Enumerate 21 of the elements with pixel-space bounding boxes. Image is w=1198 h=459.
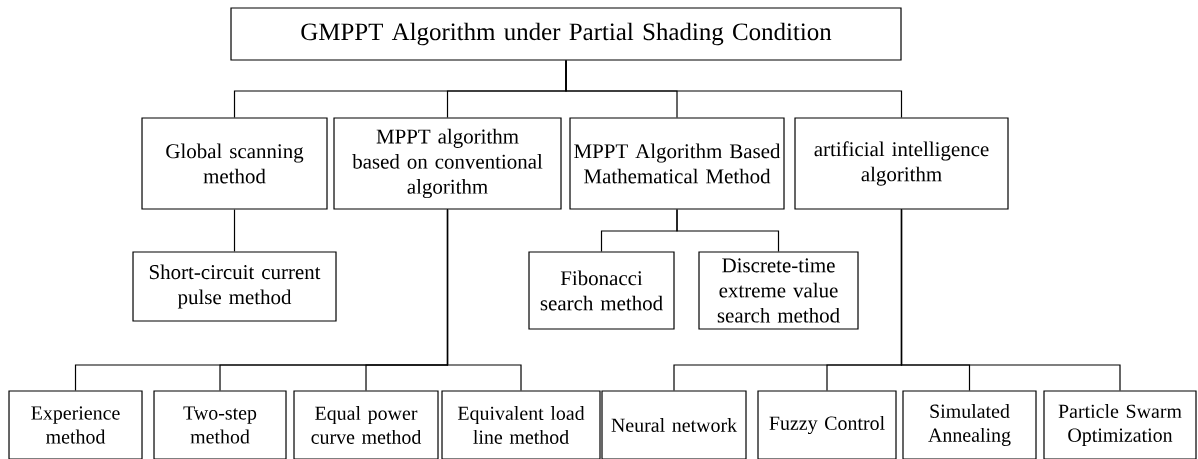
method-box: Equal power curve method [293,390,439,459]
connector [565,60,903,118]
title-box: GMPPT Algorithm under Partial Shading Condition [230,7,902,61]
method-box: Global scanning method [141,117,328,210]
method-box: Fuzzy Control [757,390,897,459]
method-box: Neural network [601,390,747,459]
method-box: Equivalent load line method [441,390,601,459]
connector [233,209,236,252]
method-box: Experience method [8,390,143,459]
method-box: MPPT algorithm based on conventional algorithm [333,117,562,210]
method-box: Two-step method [153,390,287,459]
method-box: Discrete-time extreme value search method [698,251,859,330]
connector [446,209,522,391]
method-box: MPPT Algorithm Based Mathematical Method [569,117,785,210]
connector [676,209,780,252]
connector [900,209,1121,391]
method-box: Particle Swarm Optimization [1043,390,1197,459]
method-box: artificial intelligence algorithm [794,117,1009,210]
method-box: Fibonacci search method [528,251,675,330]
method-box: Short-circuit current pulse method [132,251,337,322]
method-box: Simulated Annealing [902,390,1037,459]
